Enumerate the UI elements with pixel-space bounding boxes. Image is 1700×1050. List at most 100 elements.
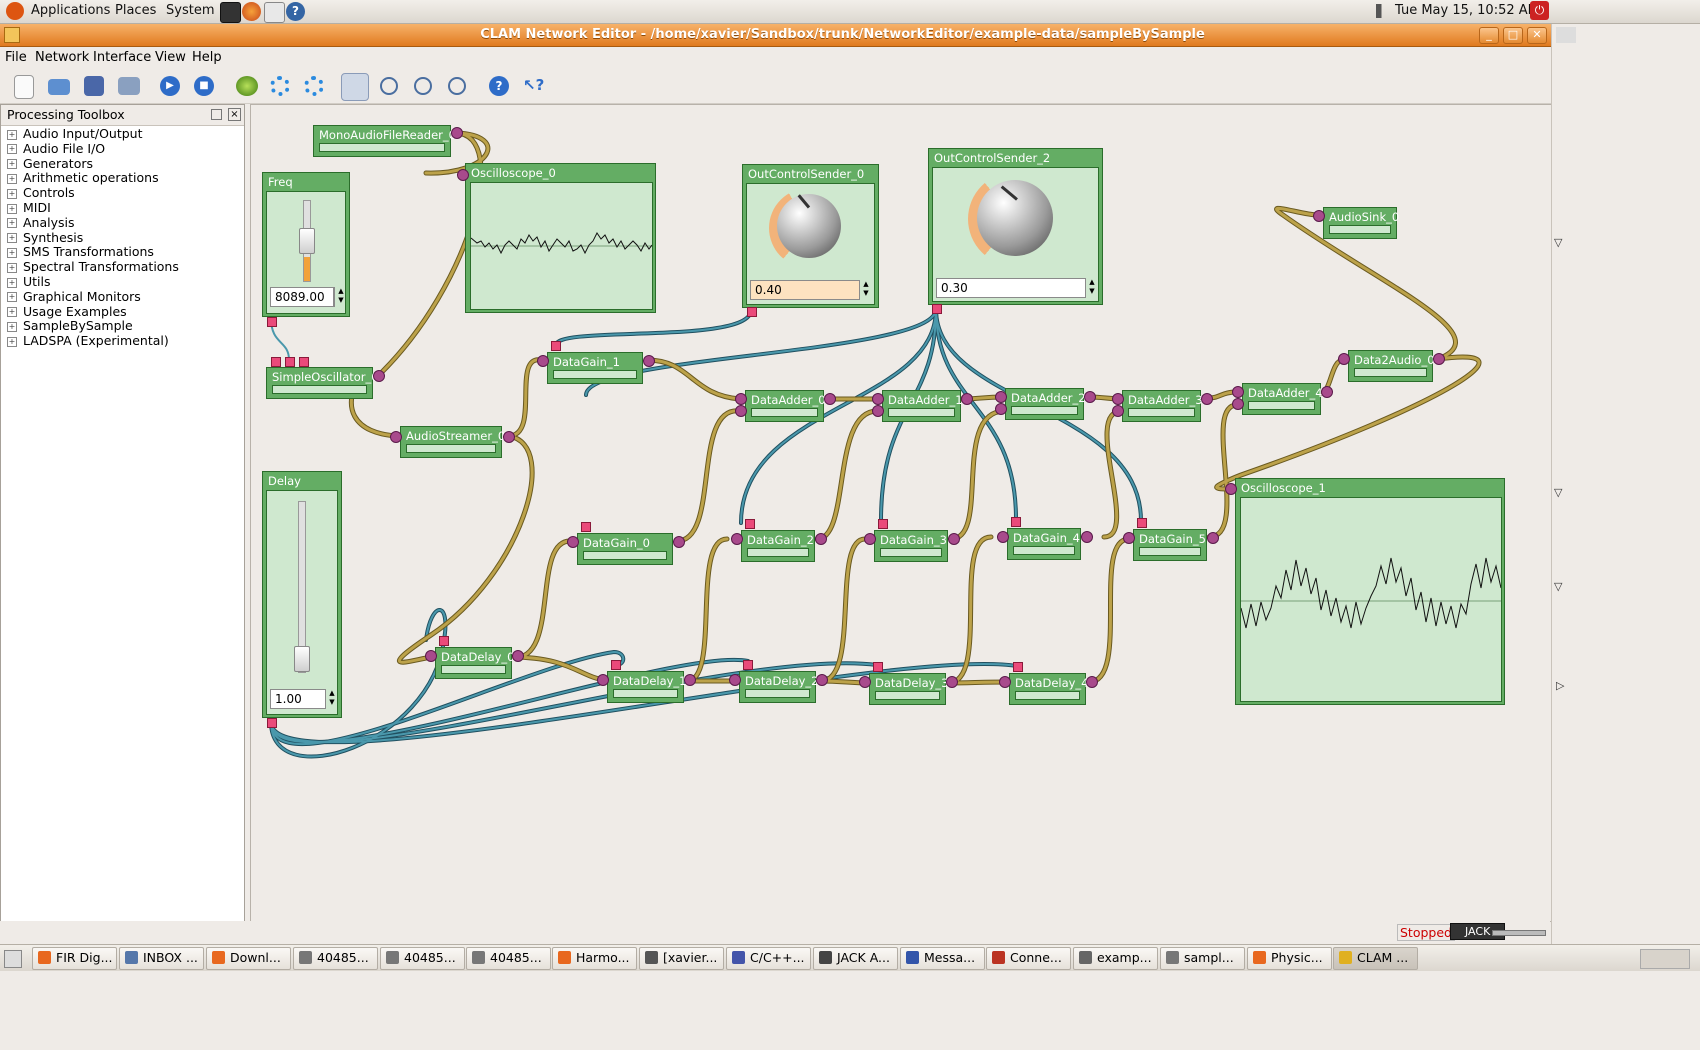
expand-icon[interactable]: +	[7, 173, 17, 184]
chevron-down-icon[interactable]: ▽	[1554, 486, 1563, 499]
control-in-port[interactable]	[299, 357, 309, 367]
gear-icon[interactable]	[270, 76, 290, 96]
whats-this-icon[interactable]: ↖?	[523, 76, 545, 94]
gear-alt-icon[interactable]	[304, 76, 324, 96]
node-data-gain-5[interactable]: DataGain_5	[1133, 529, 1207, 561]
control-in-port[interactable]	[1013, 662, 1023, 672]
show-desktop-icon[interactable]	[4, 950, 22, 968]
expand-icon[interactable]: +	[7, 277, 17, 288]
expand-icon[interactable]: +	[7, 159, 17, 170]
out-port[interactable]	[1321, 386, 1333, 398]
out-port[interactable]	[961, 393, 973, 405]
toolbox-category[interactable]: +Controls	[7, 185, 75, 200]
ocs0-control-out[interactable]	[747, 307, 757, 317]
out-port[interactable]	[1201, 393, 1213, 405]
menu-interface[interactable]: Interface	[93, 50, 152, 65]
taskbar-task[interactable]: [xavier...	[639, 947, 724, 970]
taskbar-task[interactable]: sampl...	[1160, 947, 1245, 970]
out-port[interactable]	[1081, 531, 1093, 543]
toolbox-category[interactable]: +Utils	[7, 274, 51, 289]
places-menu[interactable]: Places	[115, 3, 157, 18]
out-port[interactable]	[373, 370, 385, 382]
node-audio-sink[interactable]: AudioSink_0	[1323, 207, 1399, 239]
expand-icon[interactable]: +	[7, 321, 17, 332]
taskbar-task[interactable]: examp...	[1073, 947, 1158, 970]
ocs2-value-field[interactable]: 0.30	[936, 278, 1086, 298]
taskbar-task[interactable]: Downl...	[206, 947, 291, 970]
delay-spinbox[interactable]: 1.00	[270, 689, 326, 709]
node-data-gain-3[interactable]: DataGain_3	[874, 530, 948, 562]
in-port[interactable]	[457, 169, 469, 181]
expand-icon[interactable]: +	[7, 233, 17, 244]
in-port[interactable]	[1123, 532, 1135, 544]
in-port[interactable]	[995, 403, 1007, 415]
ocs2-spin-arrows[interactable]: ▲▼	[1085, 278, 1098, 298]
node-mono-audio-file-reader[interactable]: MonoAudioFileReader_0	[313, 125, 456, 157]
in-port[interactable]	[872, 393, 884, 405]
node-data-gain-2[interactable]: DataGain_2	[741, 530, 815, 562]
menu-help[interactable]: Help	[192, 50, 222, 65]
menu-file[interactable]: File	[5, 50, 27, 65]
expand-icon[interactable]: +	[7, 247, 17, 258]
out-port[interactable]	[1086, 676, 1098, 688]
node-delay-slider[interactable]: Delay 1.00 ▲▼	[262, 471, 342, 718]
ocs0-spin-arrows[interactable]: ▲▼	[859, 280, 872, 300]
node-data-adder-0[interactable]: DataAdder_0	[745, 390, 826, 422]
node-data-adder-2[interactable]: DataAdder_2	[1005, 388, 1086, 420]
in-port[interactable]	[1338, 353, 1350, 365]
out-port[interactable]	[946, 676, 958, 688]
toolbox-category[interactable]: +Graphical Monitors	[7, 289, 141, 304]
control-in-port[interactable]	[581, 522, 591, 532]
out-port[interactable]	[948, 533, 960, 545]
taskbar-task[interactable]: 40485...	[293, 947, 378, 970]
volume-knob-icon[interactable]	[777, 194, 841, 258]
taskbar-task[interactable]: JACK A...	[813, 947, 898, 970]
minimize-button[interactable]: _	[1479, 27, 1499, 44]
menu-network[interactable]: Network	[35, 50, 90, 65]
toolbox-category[interactable]: +Audio File I/O	[7, 141, 105, 156]
out-port[interactable]	[512, 650, 524, 662]
control-in-port[interactable]	[1011, 517, 1021, 527]
node-data-gain-1[interactable]: DataGain_1	[547, 352, 643, 384]
node-freq-slider[interactable]: Freq 8089.00 ▲▼	[262, 172, 350, 317]
node-data-gain-4[interactable]: DataGain_4	[1007, 528, 1081, 560]
toolbox-category[interactable]: +Synthesis	[7, 230, 83, 245]
zoom-reset-icon[interactable]	[414, 77, 432, 95]
volume-knob-icon[interactable]	[977, 180, 1053, 256]
node-data2audio[interactable]: Data2Audio_0	[1348, 350, 1435, 382]
window-menu-icon[interactable]	[4, 27, 20, 43]
in-port[interactable]	[735, 405, 747, 417]
expand-icon[interactable]: +	[7, 336, 17, 347]
expand-icon[interactable]: +	[7, 292, 17, 303]
float-icon[interactable]	[211, 109, 222, 120]
help-icon[interactable]: ?	[489, 76, 509, 96]
toolbox-category[interactable]: +LADSPA (Experimental)	[7, 333, 169, 348]
zoom-in-icon[interactable]	[380, 77, 398, 95]
delay-slider-track[interactable]	[298, 501, 306, 673]
control-in-port[interactable]	[611, 660, 621, 670]
expand-icon[interactable]: +	[7, 203, 17, 214]
taskbar-task[interactable]: 40485...	[466, 947, 551, 970]
help-icon[interactable]: ?	[286, 2, 305, 21]
node-simple-oscillator[interactable]: SimpleOscillator_0	[266, 367, 379, 399]
node-data-delay-1[interactable]: DataDelay_1	[607, 671, 687, 703]
node-out-control-sender-2[interactable]: OutControlSender_2 0.30 ▲▼	[928, 148, 1103, 305]
taskbar-task[interactable]: Messa...	[900, 947, 985, 970]
network-canvas[interactable]: MonoAudioFileReader_0 Oscilloscope_0 Fre…	[250, 104, 1552, 922]
toolbox-category[interactable]: +SMS Transformations	[7, 244, 154, 259]
in-port[interactable]	[597, 674, 609, 686]
freq-control-out[interactable]	[267, 317, 277, 327]
taskbar-task[interactable]: Physic...	[1247, 947, 1332, 970]
freq-spinbox[interactable]: 8089.00	[270, 287, 334, 307]
open-icon[interactable]	[48, 79, 70, 95]
fit-view-icon[interactable]	[341, 73, 369, 101]
control-in-port[interactable]	[743, 660, 753, 670]
out-port[interactable]	[1084, 391, 1096, 403]
toolbox-category[interactable]: +Generators	[7, 156, 93, 171]
system-menu[interactable]: System	[166, 3, 215, 18]
out-port[interactable]	[815, 533, 827, 545]
node-oscilloscope-0[interactable]: Oscilloscope_0	[465, 163, 656, 313]
control-in-port[interactable]	[271, 357, 281, 367]
delay-spin-arrows[interactable]: ▲▼	[325, 689, 338, 709]
zoom-out-icon[interactable]	[448, 77, 466, 95]
